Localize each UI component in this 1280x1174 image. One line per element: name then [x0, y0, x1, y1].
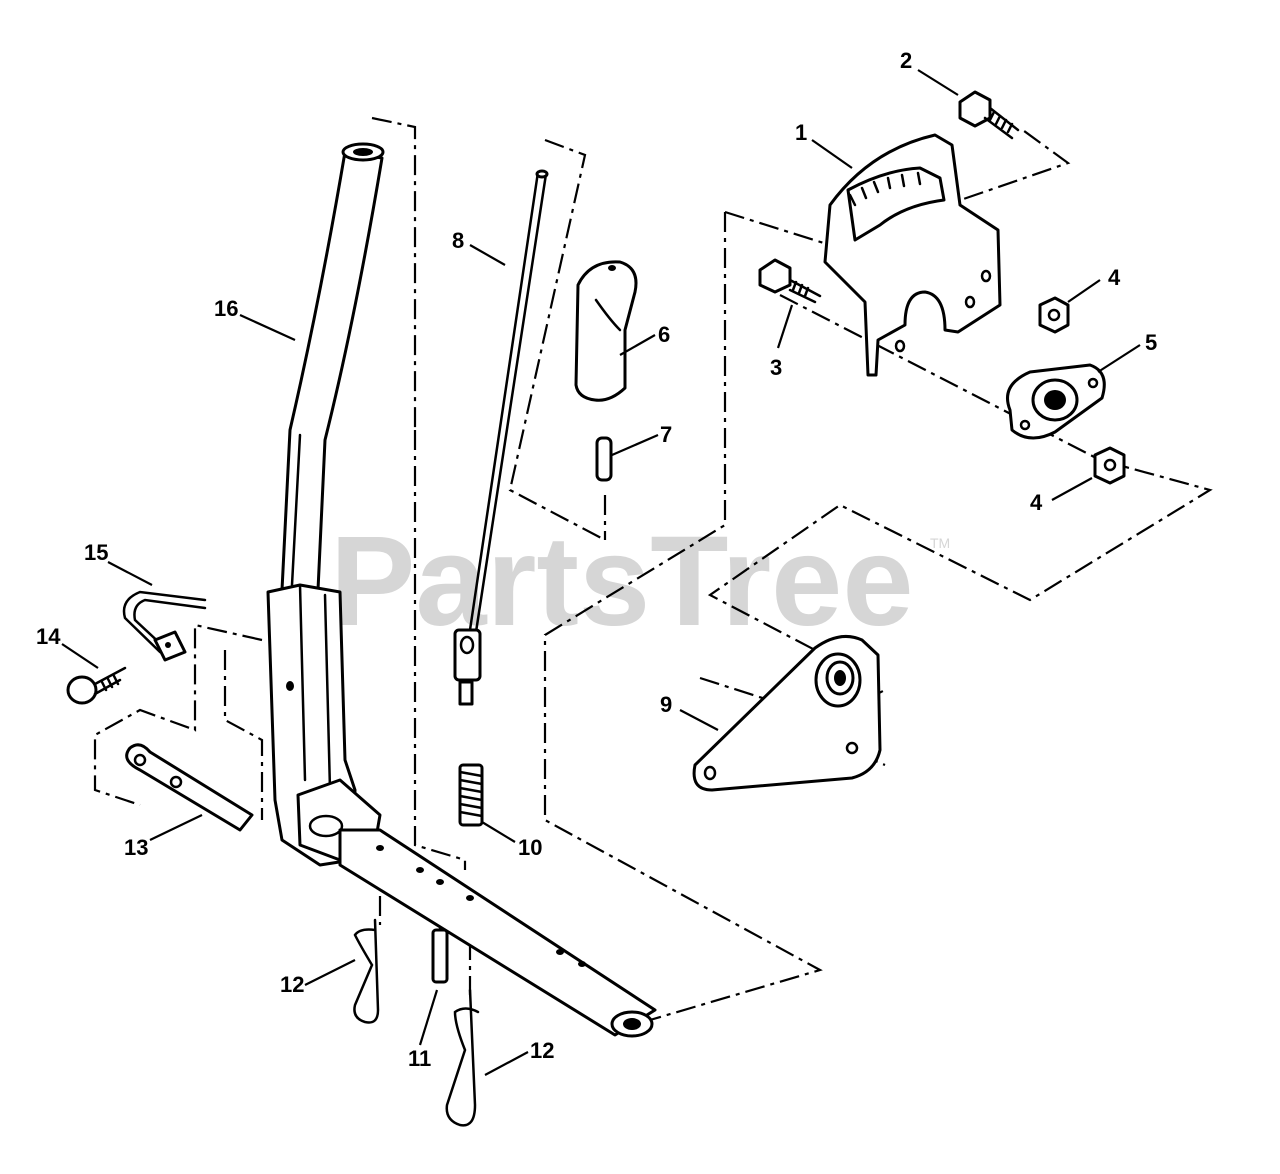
part-6-knob [574, 260, 638, 402]
callout-9: 9 [660, 692, 672, 717]
callout-14: 14 [36, 624, 61, 649]
part-15-u-bracket [122, 590, 207, 662]
part-5-bearing-flange [1006, 363, 1106, 440]
part-4-nut-lower [1093, 446, 1126, 485]
part-9-bracket [692, 634, 882, 792]
callout-6: 6 [658, 322, 670, 347]
part-10-spring [458, 763, 484, 827]
callout-5: 5 [1145, 330, 1157, 355]
part-13-link [125, 743, 254, 832]
part-cross-shaft [338, 828, 657, 1038]
watermark-tm: TM [930, 535, 950, 551]
part-14-screw [66, 666, 127, 705]
part-4-nut-upper [1038, 296, 1070, 334]
callout-labels: 1 2 3 4 4 5 6 7 8 9 10 11 12 12 13 14 15… [36, 48, 1157, 1071]
callout-16: 16 [214, 296, 238, 321]
callout-13: 13 [124, 835, 148, 860]
part-3-bolt [758, 258, 822, 304]
callout-4-lower: 4 [1030, 490, 1043, 515]
part-7-pin [595, 436, 613, 482]
part-12-hairpin-clip-right [445, 988, 480, 1127]
leader-lines [61, 69, 1141, 1076]
callout-4-upper: 4 [1108, 265, 1121, 290]
callout-2: 2 [900, 48, 912, 73]
callout-1: 1 [795, 120, 807, 145]
part-12-hairpin-clip-left [353, 918, 380, 1024]
callout-7: 7 [660, 422, 672, 447]
callout-11: 11 [408, 1046, 431, 1071]
part-8-rod [453, 169, 549, 706]
callout-3: 3 [770, 355, 782, 380]
callout-12-right: 12 [530, 1038, 554, 1063]
watermark: PartsTree [330, 510, 914, 653]
part-11-roll-pin [431, 928, 449, 984]
part-1-quadrant-plate [823, 133, 1002, 377]
part-16-shift-lever [266, 142, 385, 867]
assembly-lines [93, 116, 1213, 1022]
callout-10: 10 [518, 835, 542, 860]
callout-12-left: 12 [280, 972, 304, 997]
callout-15: 15 [84, 540, 108, 565]
part-2-bolt [958, 90, 1020, 140]
callout-8: 8 [452, 228, 464, 253]
